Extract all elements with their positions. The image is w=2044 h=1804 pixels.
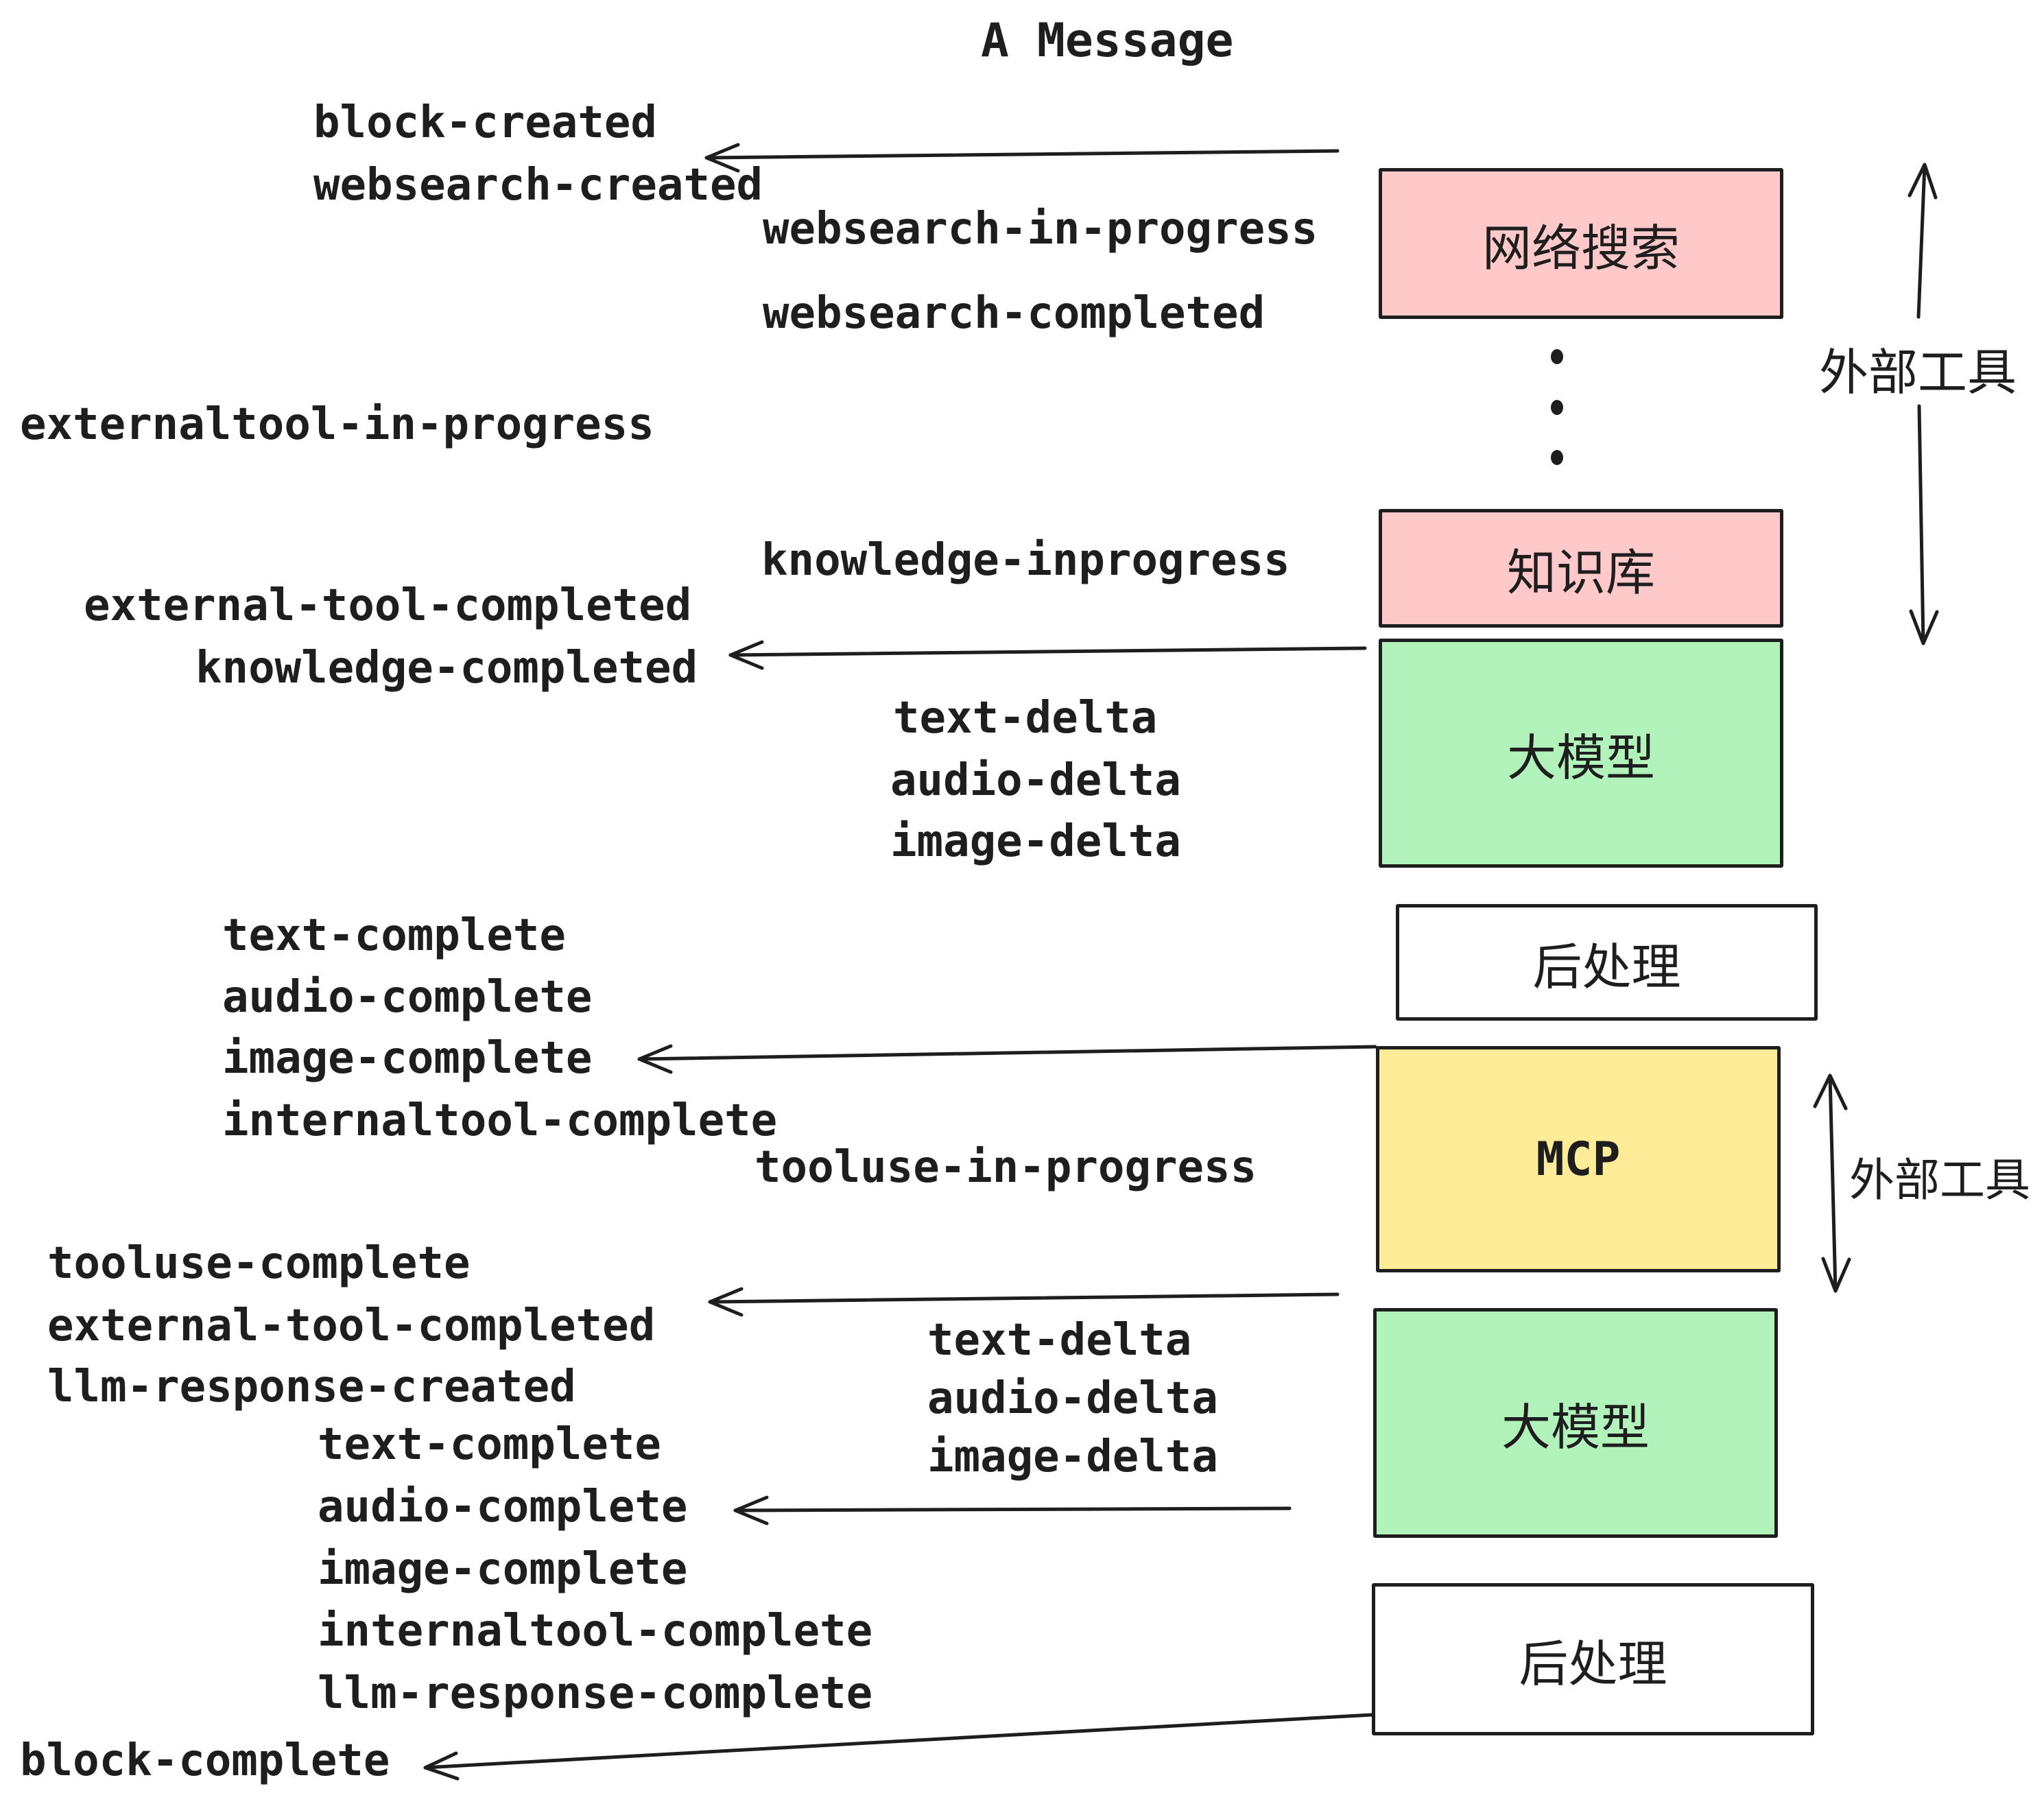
external-tools-range-arrow-top: [1908, 163, 1939, 645]
event-label-llm-response-complete: llm-response-complete: [318, 1668, 873, 1719]
event-label-external-tool-completed: external-tool-completed: [84, 580, 692, 631]
event-label-tooluse-complete: tooluse-complete: [47, 1238, 471, 1289]
event-label-image-complete-1: image-complete: [222, 1033, 593, 1084]
external-tools-label-top: 外部工具: [1815, 332, 2021, 404]
event-label-audio-complete-2: audio-complete: [318, 1482, 688, 1532]
event-label-websearch-in-progress: websearch-in-progress: [763, 204, 1318, 254]
event-label-knowledge-completed: knowledge-completed: [195, 643, 698, 693]
box-postprocess-1-label: 后处理: [1532, 940, 1681, 995]
external-tools-label-bottom: 外部工具: [1845, 1143, 2034, 1209]
diagram-title: A Message: [981, 14, 1234, 68]
box-llm-1: 大模型: [1379, 639, 1783, 868]
box-mcp: MCP: [1376, 1046, 1781, 1272]
event-label-audio-complete-1: audio-complete: [222, 972, 593, 1023]
box-llm-2-label: 大模型: [1501, 1401, 1650, 1456]
box-postprocess-2-label: 后处理: [1519, 1637, 1667, 1692]
event-label-knowledge-inprogress: knowledge-inprogress: [761, 535, 1290, 586]
event-label-websearch-created: websearch-created: [313, 160, 763, 211]
arrow-to-knowledge-completed: [728, 640, 1367, 670]
ellipsis-dots: [1551, 349, 1563, 465]
event-label-image-delta-2: image-delta: [927, 1432, 1218, 1482]
event-label-text-delta-1: text-delta: [893, 693, 1158, 744]
event-label-block-created: block-created: [313, 97, 657, 148]
external-tools-range-arrow-bottom: [1813, 1073, 1851, 1293]
event-label-internaltool-complete-2: internaltool-complete: [318, 1606, 873, 1657]
event-label-internaltool-complete-1: internaltool-complete: [222, 1095, 778, 1146]
arrow-to-tooluse-complete: [708, 1287, 1340, 1317]
event-label-llm-response-created: llm-response-created: [47, 1362, 576, 1412]
box-knowledge: 知识库: [1379, 509, 1783, 628]
box-websearch-label: 网络搜索: [1482, 221, 1680, 276]
box-knowledge-label: 知识库: [1506, 546, 1655, 601]
event-label-audio-delta-2: audio-delta: [927, 1373, 1218, 1424]
box-postprocess-1: 后处理: [1396, 904, 1818, 1021]
arrow-to-audio-complete: [733, 1495, 1292, 1526]
event-label-externaltool-in-progress: externaltool-in-progress: [20, 399, 654, 450]
event-label-audio-delta-1: audio-delta: [890, 755, 1181, 806]
event-label-websearch-completed: websearch-completed: [763, 288, 1265, 339]
box-llm-2: 大模型: [1373, 1308, 1778, 1538]
box-mcp-label: MCP: [1536, 1132, 1621, 1187]
event-label-image-complete-2: image-complete: [318, 1544, 688, 1595]
event-label-external-tool-completed-2: external-tool-completed: [47, 1301, 656, 1351]
box-postprocess-2: 后处理: [1372, 1583, 1814, 1735]
event-label-text-complete-2: text-complete: [318, 1419, 661, 1470]
event-label-block-complete: block-complete: [20, 1735, 390, 1786]
event-label-image-delta-1: image-delta: [890, 816, 1181, 867]
box-llm-1-label: 大模型: [1506, 731, 1655, 786]
arrow-to-websearch-created: [704, 143, 1340, 173]
event-label-tooluse-in-progress: tooluse-in-progress: [754, 1142, 1257, 1193]
event-label-text-complete-1: text-complete: [222, 910, 566, 961]
event-label-text-delta-2: text-delta: [927, 1315, 1192, 1366]
box-websearch: 网络搜索: [1379, 168, 1783, 319]
arrow-to-block-complete: [423, 1713, 1374, 1781]
arrow-to-image-complete: [637, 1044, 1377, 1074]
